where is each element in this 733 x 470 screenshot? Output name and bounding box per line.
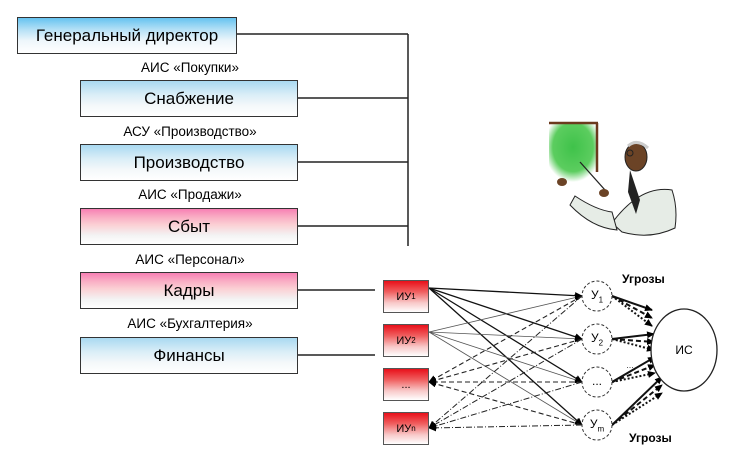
- threat-network-arrows: [428, 287, 663, 432]
- vulnerability-to-source-arrow: [428, 380, 583, 426]
- threat-arrow: [611, 371, 656, 383]
- vulnerability-label: ...: [591, 374, 602, 388]
- director-label: Генеральный директор: [35, 25, 219, 45]
- system-label-accounting: АИС «Бухгалтерия»: [127, 316, 253, 331]
- department-label: Кадры: [163, 280, 215, 300]
- vulnerability-node: [581, 366, 613, 398]
- threat-arrow: [611, 338, 655, 345]
- department-box-production: Производство: [80, 144, 298, 181]
- vulnerability-to-source-arrow: [428, 381, 583, 430]
- threat-arrow: [611, 384, 663, 426]
- org-bus-lines: [237, 33, 409, 356]
- system-label-production: АСУ «Производство»: [123, 124, 257, 139]
- system-label-purchasing: АИС «Покупки»: [140, 60, 239, 75]
- threats-label-top: Угрозы: [622, 272, 665, 286]
- threat-arrow: [611, 356, 656, 383]
- vulnerability-nodes: [581, 280, 613, 441]
- vulnerability-node: [581, 409, 613, 441]
- vulnerability-label: У2: [590, 331, 604, 348]
- source-to-vulnerability-arrow: [428, 287, 583, 300]
- source-to-vulnerability-arrow: [428, 331, 583, 426]
- vulnerability-to-source-arrow: [428, 295, 583, 383]
- information-system-node: [650, 308, 718, 392]
- source-to-vulnerability-arrow: [428, 331, 583, 384]
- vulnerability-node: [581, 280, 613, 312]
- threat-arrow: [611, 295, 653, 327]
- threat-arrow: [611, 331, 655, 340]
- director-box: Генеральный директор: [17, 17, 237, 54]
- threat-arrow: [611, 376, 663, 426]
- department-label: Финансы: [153, 345, 225, 365]
- information-system-label: ИС: [675, 343, 693, 357]
- system-label-sales: АИС «Продажи»: [138, 187, 242, 202]
- department-box-sales: Сбыт: [80, 208, 298, 245]
- threat-arrow: [611, 338, 655, 352]
- threats-label-bottom: Угрозы: [629, 431, 672, 445]
- vulnerability-to-source-arrow: [428, 424, 583, 432]
- threat-source-box: ...: [383, 368, 429, 401]
- source-to-vulnerability-arrow: [428, 287, 583, 383]
- lecturer-clipart: [549, 121, 677, 236]
- department-box-supply: Снабжение: [80, 80, 298, 117]
- department-box-hr: Кадры: [80, 272, 298, 309]
- threat-arrow: [611, 295, 653, 311]
- vulnerability-node: [581, 323, 613, 355]
- source-to-vulnerability-arrow: [428, 287, 583, 426]
- system-label-personnel: АИС «Персонал»: [135, 252, 245, 267]
- source-to-vulnerability-arrow: [428, 287, 583, 341]
- source-to-vulnerability-arrow: [428, 331, 583, 343]
- department-box-finance: Финансы: [80, 337, 298, 374]
- vulnerability-to-source-arrow: [428, 338, 583, 429]
- department-label: Производство: [133, 152, 245, 172]
- vulnerability-label: Уm: [589, 417, 605, 434]
- department-label: Сбыт: [167, 216, 211, 236]
- threat-arrow: [611, 392, 663, 426]
- department-label: Снабжение: [144, 88, 234, 108]
- vulnerability-to-source-arrow: [428, 295, 583, 429]
- vulnerability-to-source-arrow: [428, 338, 583, 384]
- vulnerability-label: У1: [590, 288, 604, 305]
- between-ellipsis: ...: [626, 360, 634, 370]
- source-to-vulnerability-arrow: [428, 294, 583, 333]
